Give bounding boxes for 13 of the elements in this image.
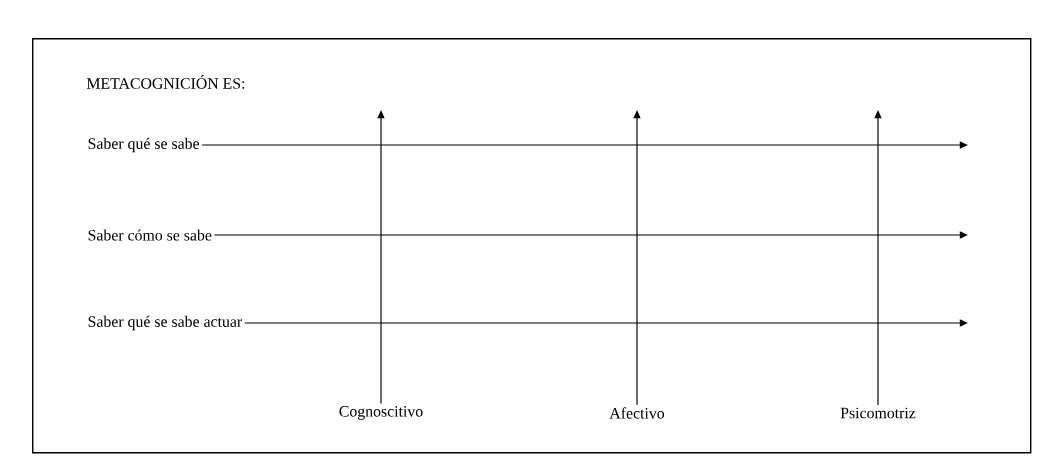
column-label: Psicomotriz	[840, 407, 916, 419]
arrow	[377, 110, 385, 405]
column-label: Afectivo	[609, 407, 665, 419]
row-label: Saber qué se sabe	[88, 137, 199, 153]
arrow	[244, 319, 968, 327]
arrow	[633, 110, 641, 406]
row-label: Saber qué se sabe actuar	[88, 315, 243, 331]
column-label: Cognoscitivo	[339, 406, 423, 420]
arrow	[213, 231, 968, 239]
arrow	[874, 110, 882, 406]
arrow	[201, 141, 968, 149]
row-label: Saber cómo se sabe	[88, 229, 212, 241]
heading-text: METACOGNICIÓN ES:	[86, 75, 245, 89]
